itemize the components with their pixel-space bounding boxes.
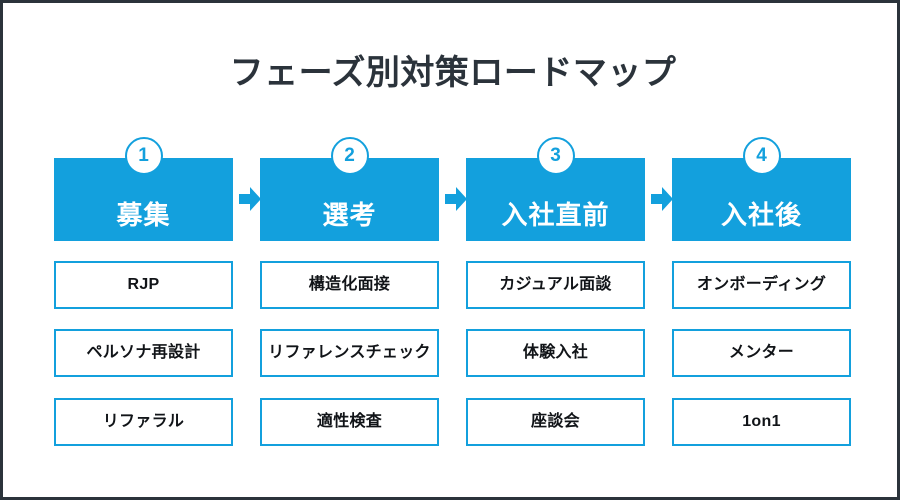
phase-title: 選考 — [322, 200, 377, 230]
phase-item[interactable]: RJP — [54, 261, 233, 309]
phase-item[interactable]: 体験入社 — [466, 329, 645, 377]
phase-number-badge: 2 — [330, 137, 369, 175]
phase-number-badge: 3 — [536, 137, 575, 175]
phase-item-label: メンター — [728, 344, 795, 361]
page-title: フェーズ別対策ロードマップ — [229, 54, 677, 92]
phase-item[interactable]: カジュアル面談 — [466, 261, 645, 309]
phase-item-label: 1on1 — [742, 413, 781, 430]
phase-header-box[interactable]: 2 選考 — [260, 137, 439, 241]
phase-columns: 1 募集 RJP ペルソナ再設計 リファラル 2 選考 — [54, 137, 854, 448]
phase-column: 3 入社直前 カジュアル面談 体験入社 座談会 — [466, 137, 673, 448]
phase-item-label: リファレンスチェック — [268, 344, 431, 361]
phase-number-badge: 1 — [124, 137, 163, 175]
phase-header-box[interactable]: 1 募集 — [54, 137, 233, 241]
phase-item-label: ペルソナ再設計 — [86, 344, 201, 361]
phase-item-label: 構造化面接 — [308, 276, 391, 293]
phase-item-label: RJP — [127, 276, 160, 293]
phase-item[interactable]: オンボーディング — [672, 261, 851, 309]
phase-header-box[interactable]: 3 入社直前 — [466, 137, 645, 241]
phase-item[interactable]: リファレンスチェック — [260, 329, 439, 377]
phase-title: 入社直前 — [501, 200, 610, 230]
phase-item-label: 座談会 — [531, 413, 580, 430]
phase-number-badge: 4 — [742, 137, 781, 175]
phase-item-label: オンボーディング — [696, 276, 827, 293]
arrow-right-icon — [651, 185, 673, 213]
arrow-right-icon — [445, 185, 467, 213]
phase-title: 募集 — [116, 200, 171, 230]
phase-item-label: カジュアル面談 — [499, 276, 612, 293]
phase-item[interactable]: 適性検査 — [260, 398, 439, 446]
phase-item[interactable]: メンター — [672, 329, 851, 377]
phase-column: 4 入社後 オンボーディング メンター 1on1 — [672, 137, 851, 448]
phase-item[interactable]: リファラル — [54, 398, 233, 446]
phase-item-label: 適性検査 — [316, 413, 383, 430]
phase-item-label: 体験入社 — [522, 344, 589, 361]
phase-column: 1 募集 RJP ペルソナ再設計 リファラル — [54, 137, 261, 448]
phase-title: 入社後 — [720, 200, 802, 230]
phase-item[interactable]: ペルソナ再設計 — [54, 329, 233, 377]
phase-header-box[interactable]: 4 入社後 — [672, 137, 851, 241]
phase-column: 2 選考 構造化面接 リファレンスチェック 適性検査 — [260, 137, 467, 448]
phase-item[interactable]: 座談会 — [466, 398, 645, 446]
arrow-right-icon — [239, 185, 261, 213]
phase-item[interactable]: 1on1 — [672, 398, 851, 446]
phase-item[interactable]: 構造化面接 — [260, 261, 439, 309]
phase-item-label: リファラル — [102, 413, 185, 430]
